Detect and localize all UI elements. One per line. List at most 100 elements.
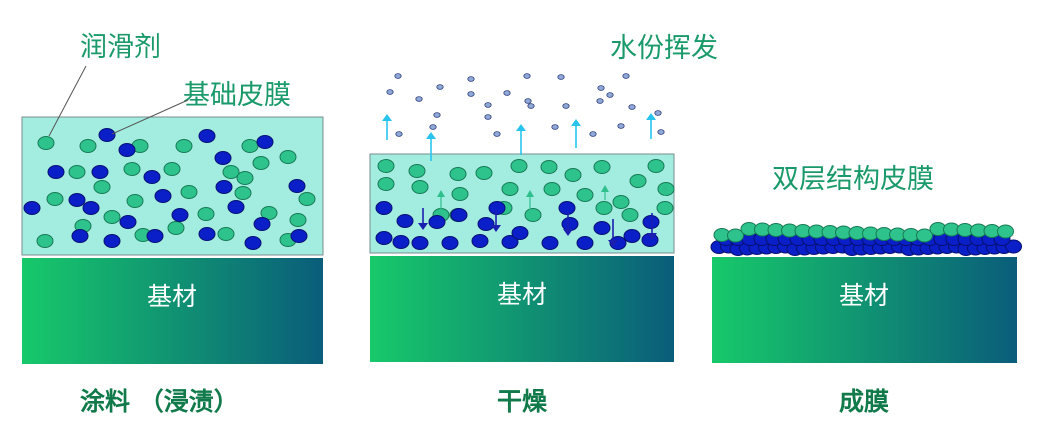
base-film-particle [98,128,116,142]
base-film-particle [71,229,89,243]
base-film-particle [1005,239,1022,254]
base-film-particle [396,214,414,228]
base-film-particle [511,226,529,240]
base-film-particle [593,221,611,235]
base-film-particle [576,236,594,250]
water-droplet-icon [484,102,492,108]
water-droplet-icon [493,131,501,137]
lubricant-particle [46,192,64,206]
lubricant-particle [524,208,542,222]
lubricant-particle [175,139,193,153]
lubricant-particle [126,194,144,208]
stage-drying: 基材 水份挥发 干燥 [369,33,718,416]
water-droplet-icon [386,89,394,95]
lubricant-particle [451,187,469,201]
lubricant-particle [222,165,240,179]
lubricant-particle [593,160,611,174]
base-film-particle [541,236,559,250]
lubricant-particle [197,207,215,221]
lubricant-particle [377,177,395,191]
stage-film-formed: 基材 双层结构皮膜 成膜 [710,164,1022,416]
lubricant-particle [997,224,1014,239]
base-film-particle [103,234,121,248]
base-film-label: 基础皮膜 [183,80,291,111]
base-film-particle [23,201,41,215]
lubricant-particle [79,139,97,153]
base-film-particle [119,215,137,229]
lubricant-particle [377,159,395,173]
lubricant-particle [647,159,665,173]
base-film-particle [392,235,410,249]
base-film-particle [642,215,660,229]
drying-particles [375,159,675,250]
water-droplet-icon [597,85,605,91]
lubricant-particle [163,162,181,176]
water-droplet-icon [467,76,475,82]
water-droplet-icon [596,98,604,104]
lubricant-particle [123,162,141,176]
lubricant-particle [475,166,493,180]
water-droplet-icon [562,103,570,109]
base-film-particle [558,201,576,215]
lubricant-particle [279,150,297,164]
base-film-particle [215,180,233,194]
stage-caption-film-formed: 成膜 [839,387,889,416]
base-film-particle [477,217,495,231]
arrow-icon [601,185,609,200]
lubricant-particle [234,186,252,200]
lubricant-particle [656,201,674,215]
lubricant-particle [298,192,316,206]
lubricant-particle [540,160,558,174]
lubricant-particle [36,234,54,248]
water-droplet-icon [657,129,665,135]
water-droplet-icon [654,110,662,116]
base-film-particle [488,201,506,215]
stage-caption-coating: 涂料 （浸渍） [80,387,239,416]
base-film-particle [154,189,172,203]
arrow-icon [426,132,436,161]
arrow-icon [661,184,669,196]
lubricant-particle [916,228,933,243]
substrate-block [370,256,674,362]
base-film-particle [146,229,164,243]
lubricant-particle [289,213,307,227]
water-droplet-icon [606,92,614,98]
lubricant-particle [408,164,426,178]
water-droplet-icon [429,124,437,130]
substrate-block [712,257,1017,363]
lubricant-particle [727,228,744,243]
lubricant-particle [37,136,55,150]
water-vapor-droplets [386,73,665,137]
lubricant-particle [510,159,528,173]
lubricant-particle [180,185,198,199]
lubricant-particle [217,227,235,241]
double-layer-film-label: 双层结构皮膜 [772,164,934,195]
lubricant-particle [167,221,185,235]
base-film-particle [68,193,86,207]
lubricant-particle [241,139,259,153]
water-droplet-icon [467,91,475,97]
lubricant-particle [595,201,613,215]
base-film-particle [143,170,161,184]
substrate-label: 基材 [839,281,889,310]
base-film-particle [47,165,65,179]
base-film-particle [450,208,468,222]
base-film-particle [214,151,232,165]
arrow-icon [418,208,428,230]
water-droplet-icon [622,73,630,79]
base-film-particle [441,236,459,250]
stage-coating: 基材 润滑剂 基础皮膜 涂料 （浸渍） [21,32,324,416]
arrow-icon [382,114,392,140]
base-film-particle [609,236,627,250]
lubricant-particle [103,210,121,224]
water-droplet-icon [395,131,403,137]
arrow-icon [571,119,581,148]
arrow-icon [608,219,618,247]
stage-caption-drying: 干燥 [497,387,548,416]
double-layer-film [710,222,1022,256]
base-film-particle [288,179,306,193]
lubricant-particle [68,165,86,179]
drying-arrows [382,113,669,247]
arrow-icon [491,210,501,232]
